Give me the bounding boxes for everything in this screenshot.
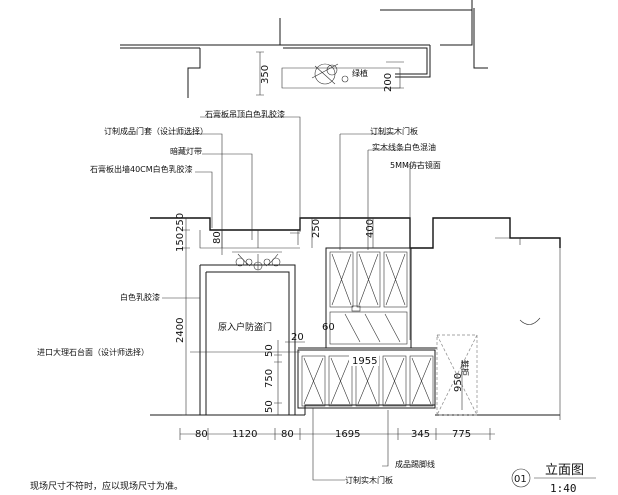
chandelier	[232, 230, 282, 271]
dim-1955: 1955	[352, 356, 377, 367]
dim-60: 60	[322, 322, 335, 333]
annotation-marble-top: 进口大理石台面（设计师选择）	[37, 347, 149, 357]
annotations: 石膏板吊顶白色乳胶漆 订制成品门套（设计师选择） 订制实木门板 暗藏灯带 实木线…	[37, 109, 441, 485]
plan-dim-200: 200	[383, 73, 394, 92]
plan-plant-label: 绿植	[352, 68, 368, 78]
dim-2400: 2400	[175, 318, 186, 343]
annotation-wood-door-bottom: 订制实木门板	[345, 475, 393, 485]
title-text: 立面图	[545, 463, 584, 478]
lower-cabinet	[297, 347, 437, 409]
bottom-dim-5: 345	[411, 429, 430, 440]
title-scale: 1:40	[550, 482, 577, 495]
dim-150: 150	[175, 233, 186, 252]
bottom-dim-1: 80	[195, 429, 208, 440]
dim-250: 250	[175, 213, 186, 232]
shoe-cabinet: 鞋柜	[436, 237, 541, 416]
door-label: 原入户防盗门	[218, 321, 272, 333]
leaders	[162, 116, 420, 481]
shoe-cabinet-label: 鞋柜	[460, 360, 470, 376]
dim-50-a: 50	[264, 344, 275, 357]
dim-20: 20	[291, 332, 304, 343]
inner-dimensions: 80 250 400 60 20 50 750 50 950 1955	[212, 218, 464, 415]
bottom-dimensions: 80 1120 80 1695 345 775	[179, 428, 495, 440]
annotation-gypsum-ceiling: 石膏板吊顶白色乳胶漆	[205, 109, 285, 119]
annotation-wood-door-top: 订制实木门板	[370, 126, 418, 136]
dim-50-b: 50	[264, 400, 275, 413]
bottom-dim-4: 1695	[335, 429, 360, 440]
upper-cabinet	[325, 247, 412, 349]
annotation-gypsum-wall: 石膏板出墙40CM白色乳胶漆	[90, 164, 193, 174]
title-number: 01	[514, 474, 527, 485]
annotation-door-frame: 订制成品门套（设计师选择）	[104, 126, 208, 136]
annotation-white-paint: 白色乳胶漆	[120, 292, 160, 302]
footer-note: 现场尺寸不符时，应以现场尺寸为准。	[30, 480, 183, 492]
bottom-dim-3: 80	[281, 429, 294, 440]
plan-view: 350 200 绿植	[120, 0, 488, 98]
annotation-skirting: 成品踢脚线	[395, 459, 435, 469]
dim-950: 950	[453, 373, 464, 392]
annotation-light-strip: 暗藏灯带	[170, 146, 202, 156]
dim-750: 750	[264, 369, 275, 388]
entry-door: 原入户防盗门	[199, 264, 296, 415]
annotation-wood-trim: 实木线条白色混油	[372, 142, 436, 152]
annotation-mirror: 5MM仿古镜面	[390, 160, 441, 170]
bottom-dim-2: 1120	[232, 429, 257, 440]
left-dimensions: 150 250 2400	[175, 213, 190, 416]
title-block: 01 立面图 1:40	[511, 463, 596, 495]
bottom-dim-6: 775	[452, 429, 471, 440]
dim-250-b: 250	[311, 219, 322, 238]
dim-80: 80	[212, 231, 223, 244]
plan-dim-350: 350	[260, 65, 271, 84]
dim-400: 400	[365, 219, 376, 238]
